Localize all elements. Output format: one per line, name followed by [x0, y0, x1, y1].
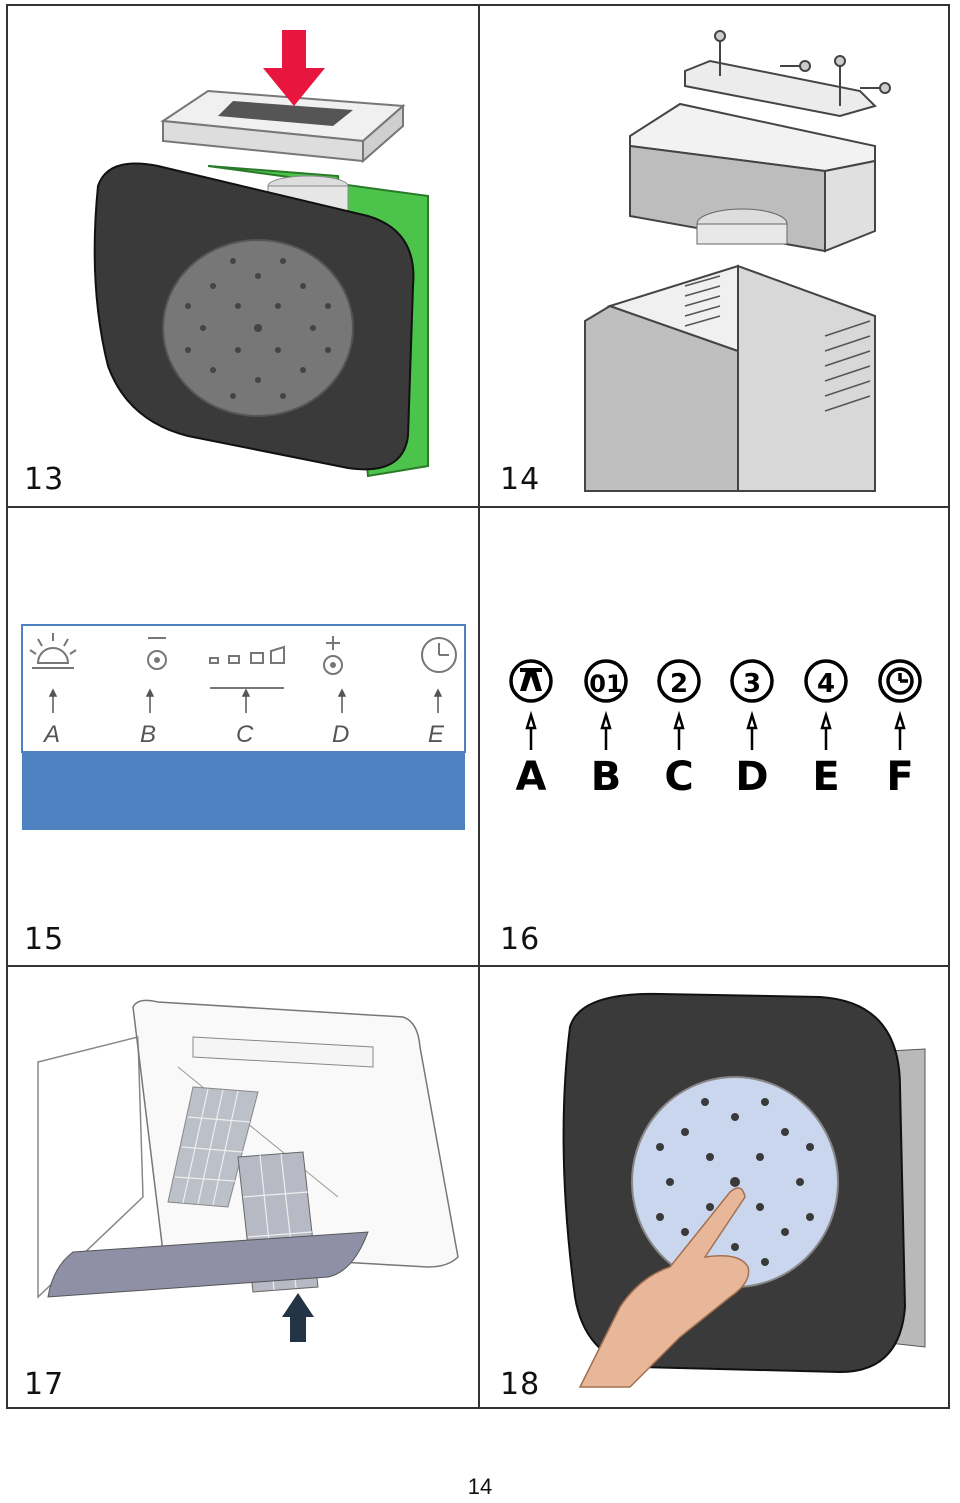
control-label-c: C	[236, 721, 254, 748]
control-label-e: E	[428, 721, 445, 748]
speed-level-icon	[209, 645, 285, 689]
speed-3-button-icon	[730, 659, 774, 703]
button-text-01: 01	[589, 670, 622, 698]
figure-number: 14	[500, 462, 541, 497]
filter-touch-illustration	[562, 992, 926, 1388]
chimney-bracket-assembly-illustration	[584, 30, 891, 492]
control-panel-diagram: A B C D E	[21, 624, 466, 830]
button-label-f: F	[886, 754, 913, 800]
button-text-2: 2	[670, 669, 688, 699]
figure-14: 14	[480, 6, 948, 506]
control-label-b: B	[140, 721, 156, 748]
fan-minus-icon	[147, 637, 167, 670]
figure-15: A B C D E 15	[8, 508, 478, 965]
timer-icon	[421, 637, 457, 673]
grid-divider-row2	[6, 965, 950, 967]
light-icon	[29, 633, 77, 669]
light-button-icon	[509, 659, 553, 703]
insert-direction-arrow	[263, 30, 325, 106]
hand-icon	[578, 1187, 750, 1388]
button-label-c: C	[664, 754, 693, 800]
timer-button-icon	[878, 659, 922, 703]
figure-number: 17	[24, 1367, 65, 1402]
control-label-d: D	[332, 721, 349, 748]
button-label-d: D	[735, 754, 768, 800]
figure-number: 16	[500, 922, 541, 957]
figure-number: 13	[24, 462, 65, 497]
button-text-3: 3	[743, 669, 761, 699]
carbon-filter-replacement-illustration	[37, 999, 459, 1342]
figure-number: 15	[24, 922, 65, 957]
hood-filter-insert-illustration	[93, 30, 429, 478]
button-label-e: E	[812, 754, 839, 800]
figure-13: 13	[8, 6, 478, 506]
off-button-icon	[584, 659, 628, 703]
button-label-a: A	[516, 754, 547, 800]
control-strip	[22, 752, 465, 830]
button-label-b: B	[591, 754, 622, 800]
figure-18: 18	[480, 967, 948, 1409]
grid-divider-row1	[6, 506, 950, 508]
figure-16: 01 2 3 4 A B C D E F 16	[480, 508, 948, 965]
page-number: 14	[467, 1474, 493, 1499]
fan-plus-icon	[323, 636, 343, 675]
speed-2-button-icon	[657, 659, 701, 703]
button-legend-diagram: 01 2 3 4 A B C D E F	[509, 659, 922, 800]
figure-17: 17	[8, 967, 478, 1409]
grille-holes	[185, 258, 331, 399]
push-up-arrow	[282, 1293, 314, 1342]
speed-4-button-icon	[804, 659, 848, 703]
grid-divider-vertical	[478, 4, 480, 1409]
figure-number: 18	[500, 1367, 541, 1402]
control-label-a: A	[42, 721, 60, 748]
button-text-4: 4	[817, 669, 835, 699]
